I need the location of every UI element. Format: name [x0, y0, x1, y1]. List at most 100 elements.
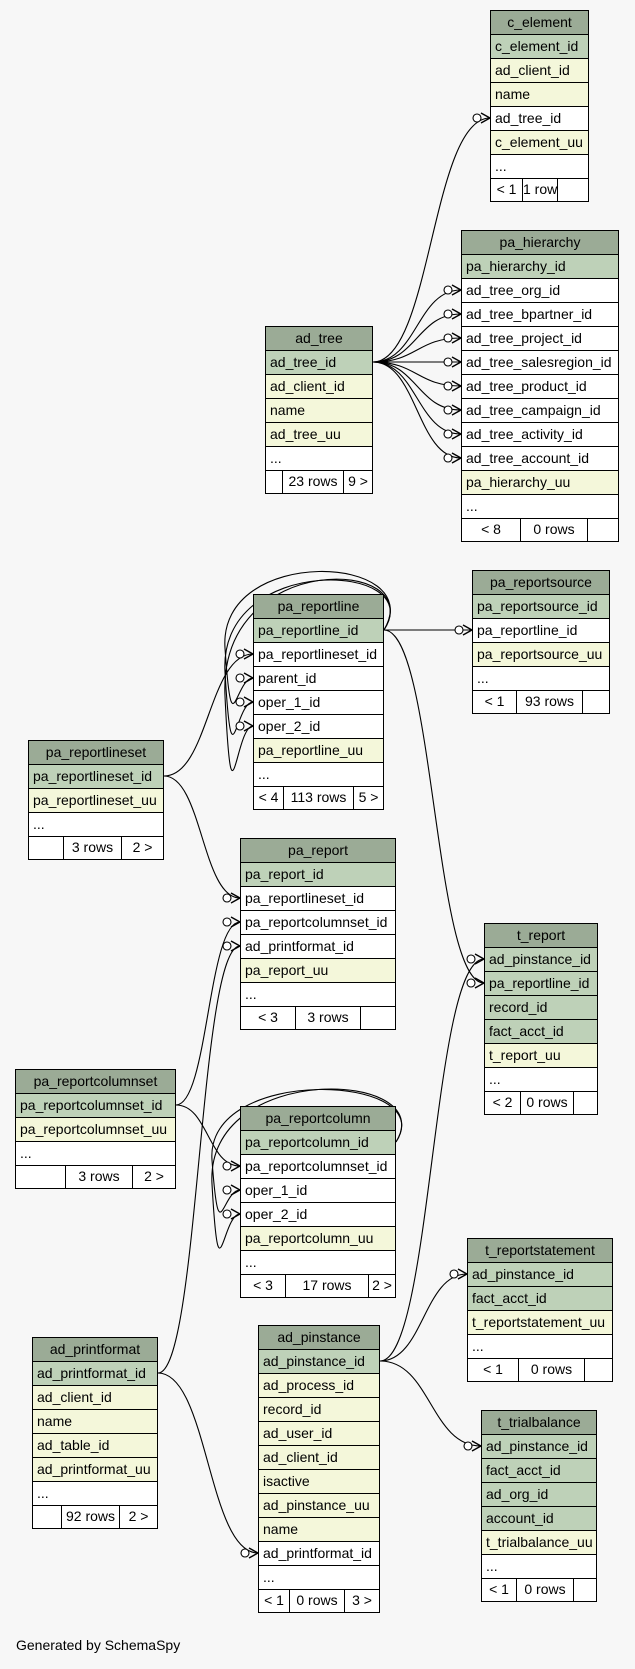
parents-count[interactable]	[16, 1166, 66, 1188]
parents-count[interactable]: < 1	[473, 691, 517, 713]
table-title[interactable]: pa_reportlineset	[29, 741, 163, 765]
column-col[interactable]: ad_printformat_uu	[33, 1458, 157, 1482]
children-count[interactable]: 2 >	[128, 1508, 149, 1524]
column-fk[interactable]: ad_tree_project_id	[462, 327, 618, 351]
column-fk[interactable]: ad_printformat_id	[259, 1542, 379, 1566]
table-title[interactable]: ad_pinstance	[259, 1326, 379, 1350]
more-columns[interactable]: ...	[259, 1566, 379, 1590]
column-col[interactable]: pa_reportlineset_uu	[29, 789, 163, 813]
more-columns[interactable]: ...	[473, 667, 609, 691]
column-col[interactable]: ad_table_id	[33, 1434, 157, 1458]
table-title[interactable]: pa_reportcolumnset	[16, 1070, 175, 1094]
column-col[interactable]: name	[266, 399, 372, 423]
table-title[interactable]: t_reportstatement	[468, 1239, 612, 1263]
more-columns[interactable]: ...	[485, 1068, 597, 1092]
children-count[interactable]: 2 >	[132, 839, 153, 855]
table-title[interactable]: t_trialbalance	[482, 1411, 596, 1435]
column-pk[interactable]: ad_tree_id	[266, 351, 372, 375]
parents-count[interactable]	[266, 471, 283, 493]
table-title[interactable]: pa_reportcolumn	[241, 1107, 395, 1131]
column-pk[interactable]: ad_org_id	[482, 1483, 596, 1507]
column-fk[interactable]: parent_id	[254, 667, 383, 691]
column-pk[interactable]: ad_printformat_id	[33, 1362, 157, 1386]
column-col[interactable]: pa_hierarchy_uu	[462, 471, 618, 495]
more-columns[interactable]: ...	[468, 1335, 612, 1359]
column-pk[interactable]: pa_hierarchy_id	[462, 255, 618, 279]
children-count[interactable]: 2 >	[144, 1168, 164, 1184]
column-pk[interactable]: fact_acct_id	[468, 1287, 612, 1311]
parents-count[interactable]: < 4	[254, 787, 284, 809]
column-fk[interactable]: ad_tree_product_id	[462, 375, 618, 399]
parents-count[interactable]: < 8	[462, 519, 521, 541]
table-title[interactable]: pa_reportsource	[473, 571, 609, 595]
column-col[interactable]: ad_client_id	[259, 1446, 379, 1470]
column-pk[interactable]: pa_reportlineset_id	[29, 765, 163, 789]
children-count[interactable]	[361, 1007, 395, 1029]
children-count[interactable]: 9 >	[348, 473, 368, 489]
more-columns[interactable]: ...	[29, 813, 163, 837]
column-pk[interactable]: c_element_id	[491, 35, 588, 59]
children-count[interactable]: 5 >	[358, 789, 379, 805]
column-col[interactable]: ad_client_id	[491, 59, 588, 83]
column-col[interactable]: ad_tree_uu	[266, 423, 372, 447]
children-count[interactable]	[574, 1579, 596, 1601]
column-col[interactable]: ad_client_id	[33, 1386, 157, 1410]
column-col[interactable]: ad_process_id	[259, 1374, 379, 1398]
column-pk[interactable]: fact_acct_id	[485, 1020, 597, 1044]
column-pk[interactable]: pa_report_id	[241, 863, 395, 887]
column-col[interactable]: ad_pinstance_uu	[259, 1494, 379, 1518]
column-fk[interactable]: oper_2_id	[241, 1203, 395, 1227]
column-col[interactable]: isactive	[259, 1470, 379, 1494]
parents-count[interactable]: < 1	[482, 1579, 517, 1601]
column-fk[interactable]: ad_tree_campaign_id	[462, 399, 618, 423]
column-fk[interactable]: ad_tree_activity_id	[462, 423, 618, 447]
table-title[interactable]: pa_report	[241, 839, 395, 863]
column-col[interactable]: ad_client_id	[266, 375, 372, 399]
parents-count[interactable]	[33, 1506, 62, 1528]
parents-count[interactable]: < 3	[241, 1007, 296, 1029]
table-title[interactable]: pa_hierarchy	[462, 231, 618, 255]
column-col[interactable]: t_trialbalance_uu	[482, 1531, 596, 1555]
more-columns[interactable]: ...	[491, 155, 588, 179]
children-count[interactable]	[585, 1359, 612, 1381]
column-fk[interactable]: pa_reportlineset_id	[241, 887, 395, 911]
column-fk[interactable]: ad_tree_org_id	[462, 279, 618, 303]
column-pk[interactable]: ad_pinstance_id	[259, 1350, 379, 1374]
column-pk[interactable]: pa_reportsource_id	[473, 595, 609, 619]
column-pk[interactable]: fact_acct_id	[482, 1459, 596, 1483]
column-fk[interactable]: ad_tree_bpartner_id	[462, 303, 618, 327]
column-pk[interactable]: record_id	[485, 996, 597, 1020]
column-fk[interactable]: oper_2_id	[254, 715, 383, 739]
column-col[interactable]: name	[259, 1518, 379, 1542]
column-col[interactable]: ad_user_id	[259, 1422, 379, 1446]
column-pk[interactable]: ad_pinstance_id	[485, 948, 597, 972]
more-columns[interactable]: ...	[266, 447, 372, 471]
column-fk[interactable]: oper_1_id	[241, 1179, 395, 1203]
column-fk[interactable]: ad_tree_salesregion_id	[462, 351, 618, 375]
children-count[interactable]	[574, 1092, 597, 1114]
table-title[interactable]: ad_tree	[266, 327, 372, 351]
column-fk[interactable]: ad_tree_account_id	[462, 447, 618, 471]
more-columns[interactable]: ...	[33, 1482, 157, 1506]
children-count[interactable]	[558, 179, 578, 201]
column-fk[interactable]: pa_reportline_id	[473, 619, 609, 643]
table-title[interactable]: t_report	[485, 924, 597, 948]
column-col[interactable]: pa_reportcolumn_uu	[241, 1227, 395, 1251]
table-title[interactable]: pa_reportline	[254, 595, 383, 619]
more-columns[interactable]: ...	[462, 495, 618, 519]
more-columns[interactable]: ...	[254, 763, 383, 787]
column-fk[interactable]: oper_1_id	[254, 691, 383, 715]
column-col[interactable]: pa_reportsource_uu	[473, 643, 609, 667]
table-title[interactable]: ad_printformat	[33, 1338, 157, 1362]
